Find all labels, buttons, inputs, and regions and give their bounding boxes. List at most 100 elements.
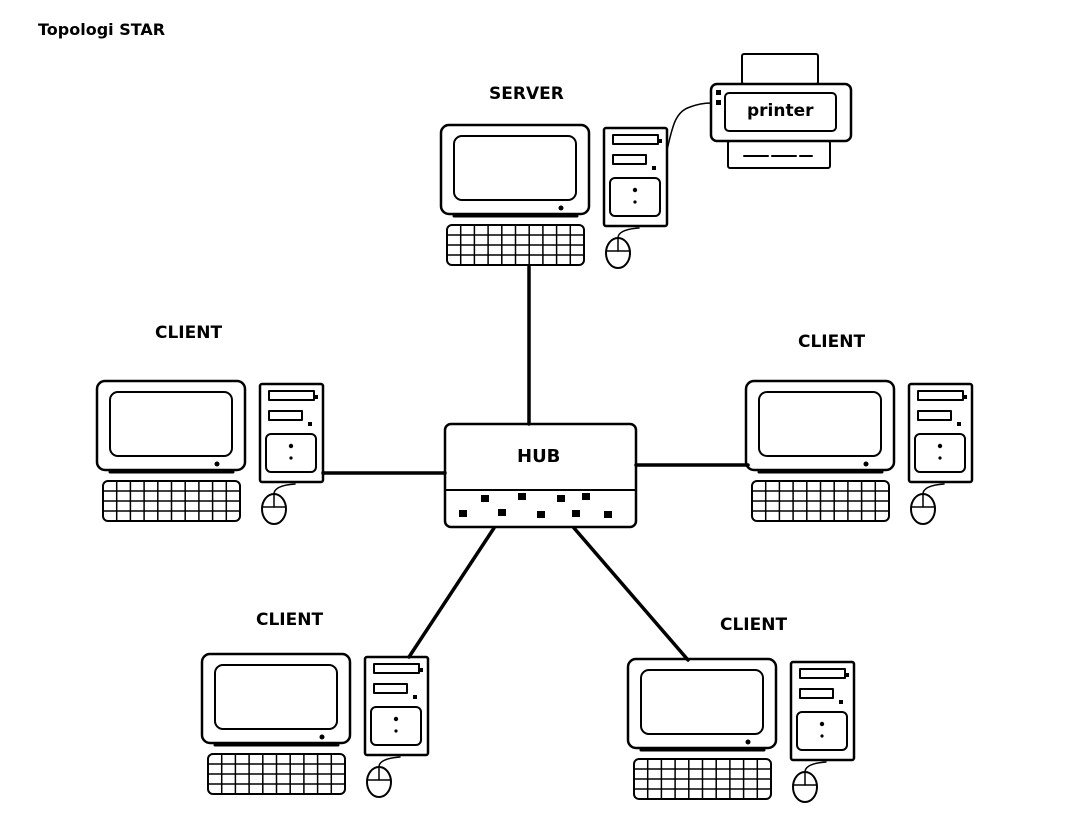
client-workstation-bottom-left bbox=[200, 652, 430, 798]
tower-led bbox=[652, 166, 656, 170]
keyboard-icon bbox=[207, 753, 346, 795]
keyboard-icon bbox=[102, 480, 241, 522]
link-hub-client-bottom-right bbox=[572, 526, 690, 662]
tower-led bbox=[419, 668, 423, 672]
mouse-icon bbox=[366, 756, 401, 798]
printer-label: printer bbox=[747, 101, 814, 121]
tower-case bbox=[907, 382, 974, 484]
monitor-screen bbox=[109, 391, 233, 457]
power-led bbox=[745, 739, 751, 745]
tower-panel bbox=[370, 706, 422, 746]
hub-port bbox=[459, 510, 467, 517]
hub-device bbox=[443, 422, 638, 529]
power-led bbox=[214, 461, 220, 467]
tower-panel bbox=[609, 177, 661, 217]
tower-led bbox=[963, 395, 967, 399]
tower-dot bbox=[938, 456, 942, 460]
monitor-icon bbox=[200, 652, 352, 745]
tower-dot bbox=[632, 187, 638, 193]
hub-port bbox=[582, 493, 590, 500]
workstations bbox=[95, 123, 974, 803]
client-label-right: CLIENT bbox=[798, 332, 866, 352]
drive-bay bbox=[373, 663, 420, 674]
tower-led bbox=[308, 422, 312, 426]
tower-panel bbox=[914, 433, 966, 473]
tower-dot bbox=[820, 734, 824, 738]
monitor-icon bbox=[439, 123, 591, 216]
tower-case bbox=[789, 660, 856, 762]
keyboard-icon bbox=[751, 480, 890, 522]
hub-port bbox=[537, 511, 545, 518]
tower-case bbox=[258, 382, 325, 484]
tower-dot bbox=[289, 456, 293, 460]
monitor-screen bbox=[758, 391, 882, 457]
printer-output-tray bbox=[727, 140, 831, 169]
drive-bay bbox=[268, 410, 303, 421]
drive-bay bbox=[917, 390, 964, 401]
mouse-cable bbox=[922, 483, 945, 495]
printer-button bbox=[716, 100, 721, 105]
monitor-screen bbox=[640, 669, 764, 735]
hub-body bbox=[443, 422, 638, 529]
hub-port bbox=[604, 511, 612, 518]
link-hub-client-bottom-left bbox=[407, 526, 496, 659]
tower-led bbox=[658, 139, 662, 143]
monitor-icon bbox=[95, 379, 247, 472]
client-label-left: CLIENT bbox=[155, 323, 223, 343]
power-led bbox=[863, 461, 869, 467]
printer-device bbox=[709, 53, 853, 169]
printer-button bbox=[716, 90, 721, 95]
printer-cable bbox=[666, 102, 712, 151]
cpu-tower-icon bbox=[789, 660, 856, 762]
cpu-tower-icon bbox=[907, 382, 974, 484]
hub-port bbox=[498, 509, 506, 516]
hub-port bbox=[572, 510, 580, 517]
mouse-icon bbox=[605, 227, 640, 269]
cpu-tower-icon bbox=[258, 382, 325, 484]
tower-led bbox=[839, 700, 843, 704]
drive-bay bbox=[799, 668, 846, 679]
client-workstation-left bbox=[95, 379, 325, 525]
tower-dot bbox=[819, 721, 825, 727]
mouse-cable bbox=[378, 756, 401, 768]
tower-dot bbox=[393, 716, 399, 722]
drive-bay bbox=[917, 410, 952, 421]
tower-led bbox=[957, 422, 961, 426]
mouse-icon bbox=[910, 483, 945, 525]
tower-dot bbox=[937, 443, 943, 449]
monitor-screen bbox=[214, 664, 338, 730]
server-label: SERVER bbox=[489, 84, 564, 104]
client-workstation-right bbox=[744, 379, 974, 525]
cpu-tower-icon bbox=[363, 655, 430, 757]
drive-bay bbox=[612, 154, 647, 165]
keyboard-icon bbox=[446, 224, 585, 266]
tower-case bbox=[602, 126, 669, 228]
keyboard-icon bbox=[633, 758, 772, 800]
client-workstation-bottom-right bbox=[626, 657, 856, 803]
tower-led bbox=[845, 673, 849, 677]
server-workstation bbox=[439, 123, 669, 269]
tower-panel bbox=[265, 433, 317, 473]
mouse-icon bbox=[792, 761, 827, 803]
mouse-cable bbox=[804, 761, 827, 773]
drive-bay bbox=[268, 390, 315, 401]
mouse-cable bbox=[273, 483, 296, 495]
hub-port bbox=[481, 495, 489, 502]
hub-port bbox=[518, 493, 526, 500]
client-label-bottom-right: CLIENT bbox=[720, 615, 788, 635]
monitor-icon bbox=[744, 379, 896, 472]
tower-panel bbox=[796, 711, 848, 751]
connection-lines bbox=[321, 265, 750, 662]
tower-dot bbox=[288, 443, 294, 449]
monitor-screen bbox=[453, 135, 577, 201]
power-led bbox=[319, 734, 325, 740]
drive-bay bbox=[799, 688, 834, 699]
printer-label-window bbox=[724, 92, 837, 132]
power-led bbox=[558, 205, 564, 211]
diagram-title: Topologi STAR bbox=[38, 20, 166, 39]
tower-led bbox=[314, 395, 318, 399]
tower-dot bbox=[394, 729, 398, 733]
drive-bay bbox=[612, 134, 659, 145]
drive-bay bbox=[373, 683, 408, 694]
